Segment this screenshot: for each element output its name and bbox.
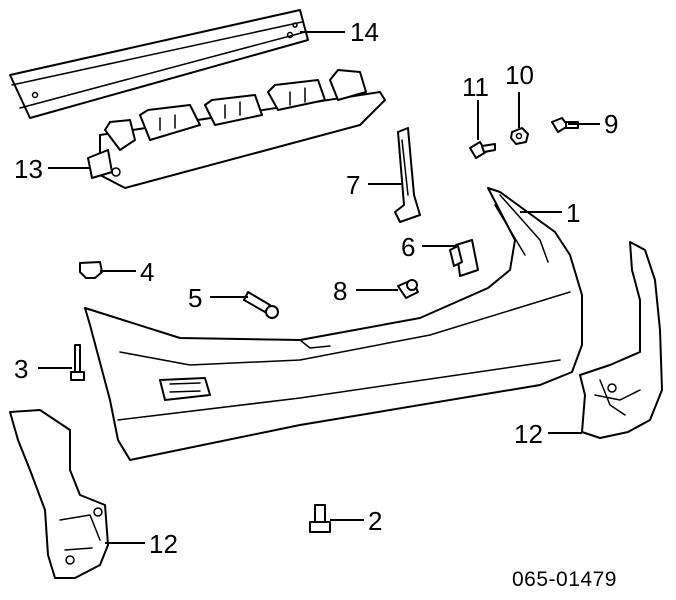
drawing-code: 065-01479 bbox=[512, 568, 617, 591]
callout-12-left: 12 bbox=[149, 529, 178, 559]
part-1-bumper-cover bbox=[84, 187, 583, 461]
part-6-clip bbox=[449, 239, 479, 277]
part-7-bracket bbox=[394, 127, 421, 223]
callout-1: 1 bbox=[566, 198, 580, 228]
callout-14: 14 bbox=[350, 17, 379, 47]
leader-lines bbox=[38, 31, 600, 544]
part-10-nut bbox=[510, 127, 529, 145]
callout-11: 11 bbox=[462, 72, 489, 102]
callout-4: 4 bbox=[140, 257, 154, 287]
callout-7: 7 bbox=[346, 170, 360, 200]
callout-2: 2 bbox=[368, 506, 382, 536]
part-13-absorber bbox=[87, 69, 386, 189]
callout-10: 10 bbox=[505, 60, 534, 90]
part-3-bolt bbox=[70, 344, 85, 381]
callout-5: 5 bbox=[188, 283, 202, 313]
part-14-reinforcement bbox=[9, 9, 309, 119]
callout-12-right: 12 bbox=[514, 419, 543, 449]
callout-3: 3 bbox=[14, 354, 28, 384]
callout-8: 8 bbox=[333, 276, 347, 306]
part-5-pin bbox=[243, 291, 279, 319]
part-8-grommet bbox=[397, 279, 419, 299]
part-12-retainer-left bbox=[9, 409, 109, 579]
callout-13: 13 bbox=[14, 154, 43, 184]
part-4-clip bbox=[79, 261, 103, 279]
part-12-retainer-right bbox=[579, 241, 663, 439]
callout-6: 6 bbox=[401, 232, 415, 262]
part-11-bolt bbox=[469, 141, 496, 159]
callout-9: 9 bbox=[604, 109, 618, 139]
callout-labels: 14 11 10 9 13 7 1 6 4 5 8 3 12 12 2 bbox=[14, 17, 618, 559]
part-2-clip bbox=[309, 504, 331, 533]
